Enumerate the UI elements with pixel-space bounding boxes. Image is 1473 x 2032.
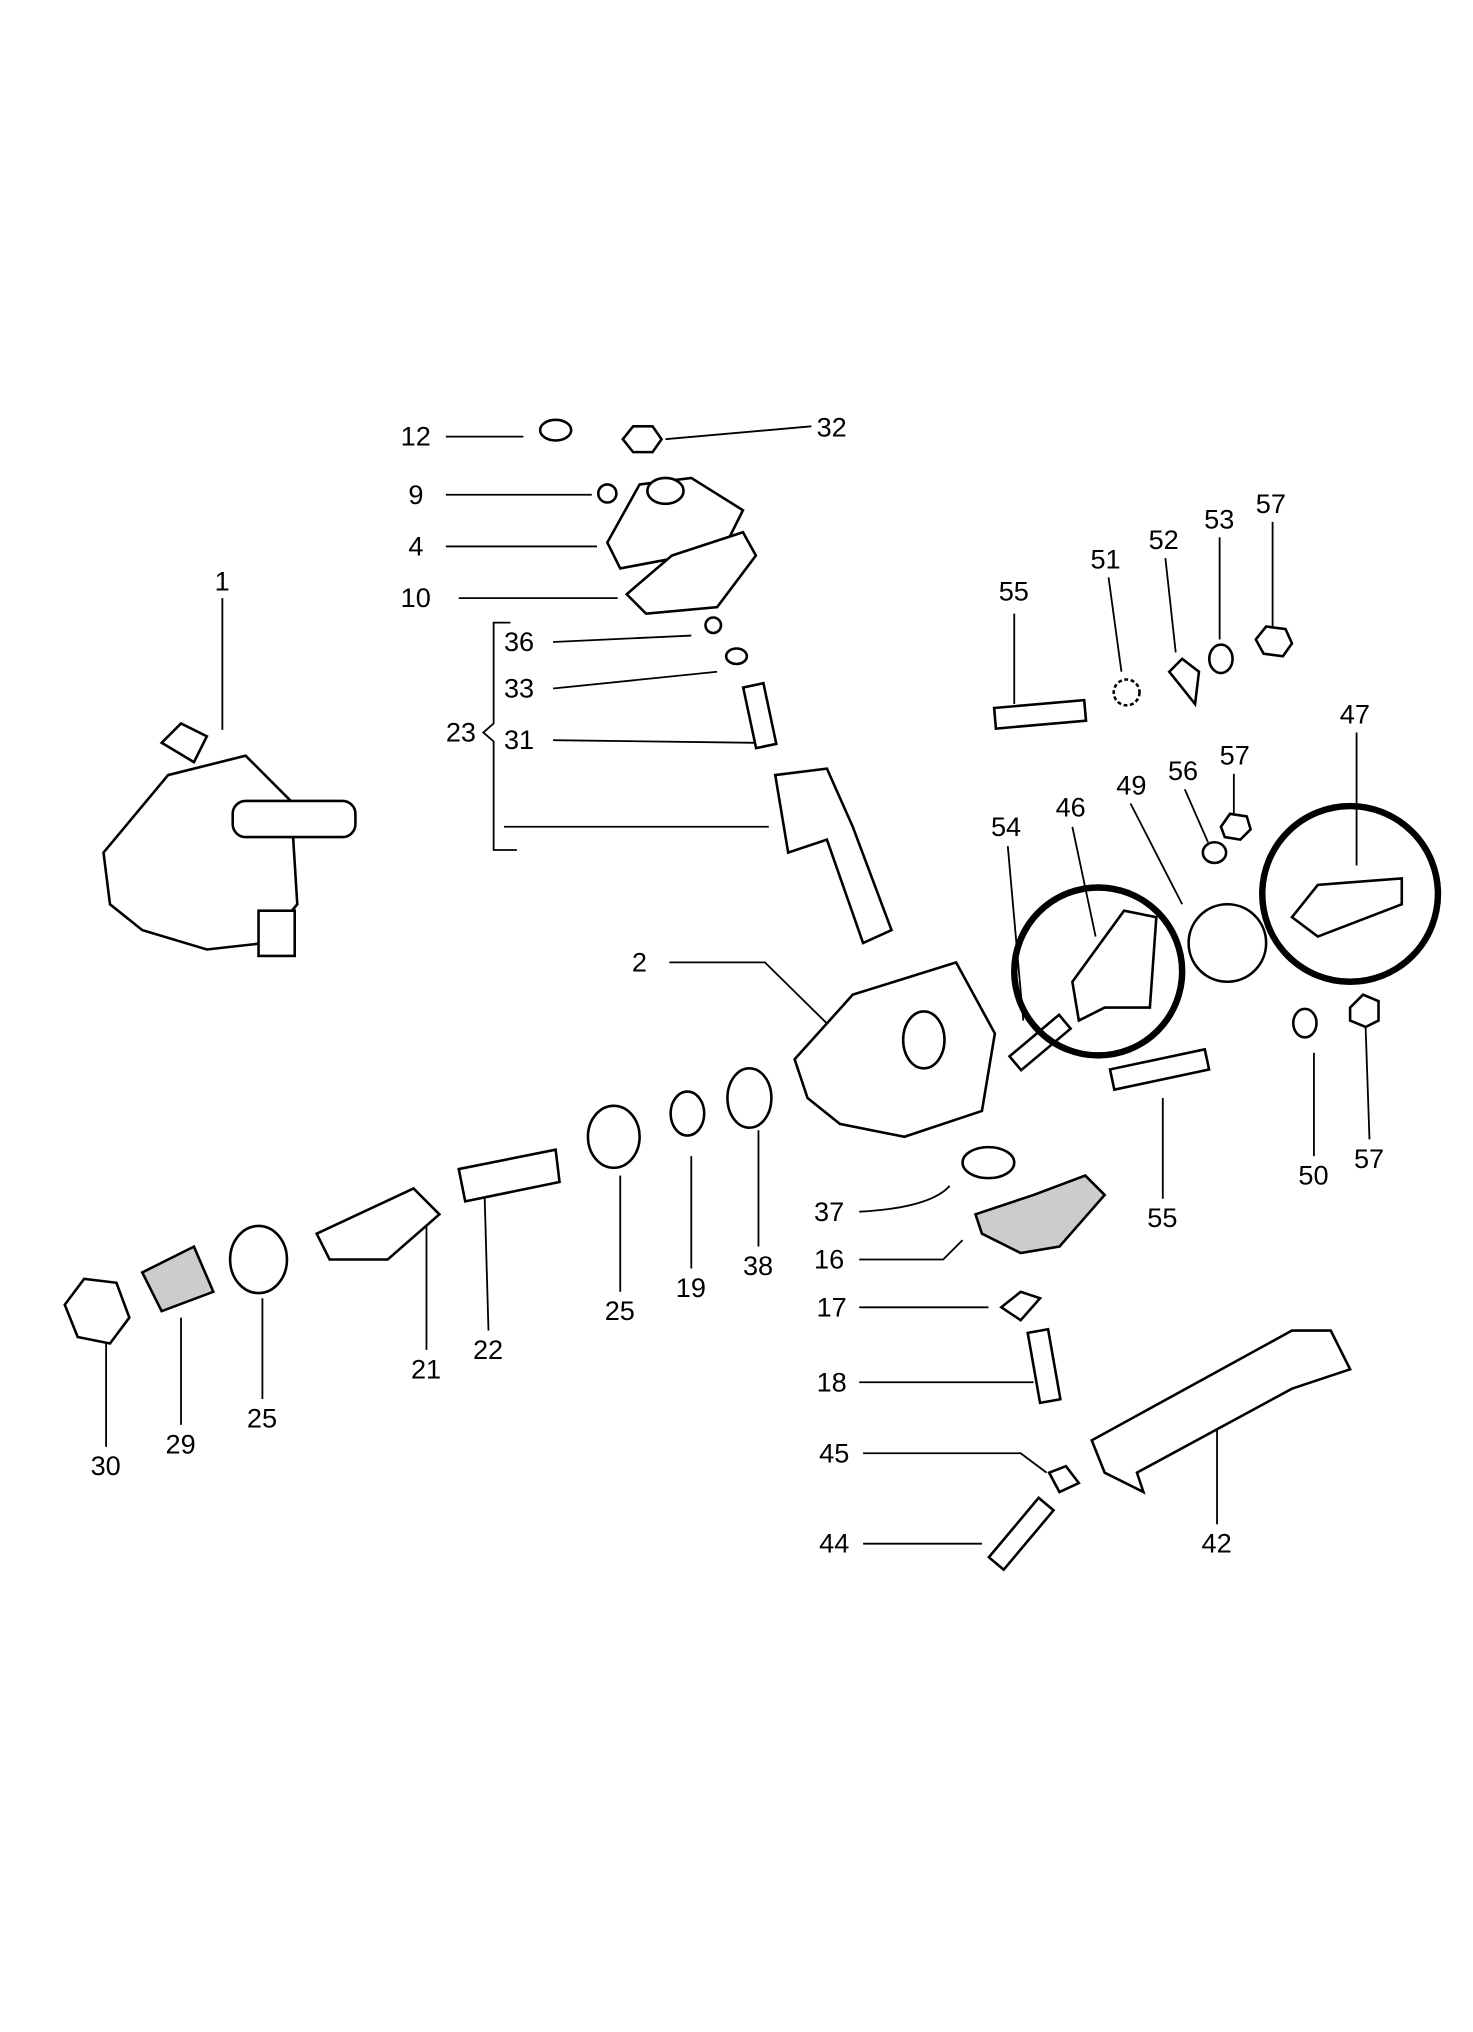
bushing-38[interactable] [726, 1067, 773, 1130]
ring-33[interactable] [724, 647, 749, 666]
callout-55[interactable]: 55 [999, 576, 1029, 607]
bearing-25b[interactable] [228, 1224, 289, 1295]
lever-16[interactable] [973, 1174, 1107, 1255]
washer-56[interactable] [1201, 840, 1228, 865]
bolt-18[interactable] [1026, 1327, 1062, 1405]
tab-52[interactable] [1167, 657, 1201, 708]
callout-57[interactable]: 57 [1220, 740, 1250, 771]
callout-19[interactable]: 19 [676, 1272, 706, 1303]
callout-49[interactable]: 49 [1116, 769, 1146, 800]
sector-shaft[interactable] [773, 767, 894, 945]
bolt-44[interactable] [987, 1496, 1056, 1572]
lock-45[interactable] [1047, 1464, 1081, 1494]
callout-22[interactable]: 22 [473, 1334, 503, 1365]
callout-37[interactable]: 37 [814, 1196, 844, 1227]
callout-57[interactable]: 57 [1256, 488, 1286, 519]
callout-56[interactable]: 56 [1168, 755, 1198, 786]
callout-17[interactable]: 17 [817, 1291, 847, 1322]
nut-57-top[interactable] [1254, 625, 1294, 658]
gasket-10[interactable] [624, 530, 758, 615]
nut-57-low[interactable] [1348, 993, 1380, 1029]
seal-37[interactable] [961, 1145, 1016, 1180]
drop-arm-42[interactable] [1090, 1329, 1352, 1495]
washer-19[interactable] [669, 1090, 706, 1137]
parts [63, 418, 1404, 1572]
callout-32[interactable]: 32 [817, 412, 847, 443]
callout-42[interactable]: 42 [1202, 1528, 1232, 1559]
shaft-22[interactable] [457, 1148, 561, 1203]
callout-2[interactable]: 2 [632, 946, 647, 977]
callout-47[interactable]: 47 [1340, 698, 1370, 729]
callout-54[interactable]: 54 [991, 811, 1021, 842]
flange-46[interactable] [1071, 909, 1158, 1023]
callout-labels: 12 32 9 4 10 36 33 23 31 1 2 55 51 52 53… [91, 412, 1385, 1559]
callout-4[interactable]: 4 [408, 530, 423, 561]
shaft-47[interactable] [1290, 877, 1404, 939]
callout-25[interactable]: 25 [605, 1295, 635, 1326]
callout-33[interactable]: 33 [504, 673, 534, 704]
washer-53[interactable] [1208, 643, 1234, 675]
bolt-55-low[interactable] [1108, 1047, 1211, 1092]
flex-disc-49[interactable] [1187, 902, 1268, 984]
locknut-30[interactable] [63, 1277, 131, 1345]
callout-50[interactable]: 50 [1298, 1160, 1328, 1191]
worm-21[interactable] [314, 1186, 442, 1261]
callout-10[interactable]: 10 [401, 582, 431, 613]
plug-9[interactable] [596, 483, 618, 504]
callout-18[interactable]: 18 [817, 1366, 847, 1397]
lock-washer-51[interactable] [1112, 678, 1141, 707]
leader-lines [105, 425, 1371, 1545]
steering-gear-assembly[interactable] [102, 721, 357, 958]
callout-12[interactable]: 12 [401, 421, 431, 452]
highlight-ring-46 [1011, 884, 1186, 1059]
callout-9[interactable]: 9 [408, 479, 423, 510]
callout-30[interactable]: 30 [91, 1450, 121, 1481]
callout-36[interactable]: 36 [504, 626, 534, 657]
washer-12[interactable] [538, 418, 573, 442]
screw-31[interactable] [741, 681, 778, 750]
circlip-36[interactable] [704, 616, 723, 635]
nut-32[interactable] [621, 425, 664, 454]
housing-2[interactable] [793, 960, 997, 1139]
callout-21[interactable]: 21 [411, 1353, 441, 1384]
callout-57[interactable]: 57 [1354, 1143, 1384, 1174]
callout-45[interactable]: 45 [819, 1437, 849, 1468]
callout-16[interactable]: 16 [814, 1244, 844, 1275]
callout-31[interactable]: 31 [504, 724, 534, 755]
callout-44[interactable]: 44 [819, 1528, 849, 1559]
nut-57-mid[interactable] [1219, 812, 1253, 842]
bearing-25[interactable] [586, 1104, 641, 1170]
callout-38[interactable]: 38 [743, 1250, 773, 1281]
highlight-ring-47 [1259, 802, 1442, 985]
callout-46[interactable]: 46 [1056, 791, 1086, 822]
callout-51[interactable]: 51 [1090, 543, 1120, 574]
adjuster-29[interactable] [140, 1244, 216, 1313]
callout-23[interactable]: 23 [446, 716, 476, 747]
callout-29[interactable]: 29 [166, 1428, 196, 1459]
bolt-55-top[interactable] [992, 698, 1088, 731]
callout-55[interactable]: 55 [1147, 1202, 1177, 1233]
washer-50[interactable] [1291, 1007, 1318, 1039]
lock-plate-17[interactable] [999, 1290, 1043, 1322]
callout-52[interactable]: 52 [1149, 524, 1179, 555]
callout-1[interactable]: 1 [215, 565, 230, 596]
bolt-54[interactable] [1007, 1012, 1073, 1072]
callout-25[interactable]: 25 [247, 1402, 277, 1433]
callout-53[interactable]: 53 [1204, 503, 1234, 534]
